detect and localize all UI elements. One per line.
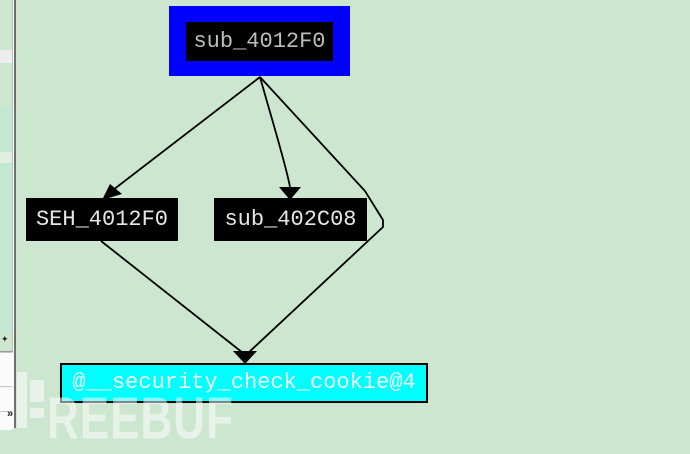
arrowhead-into-SEH4012F0-icon — [102, 184, 122, 200]
edge-sub4012F0-to-sub402C08 — [259, 76, 291, 188]
strip-band — [0, 152, 12, 163]
edge-SEH4012F0-to-cookie — [100, 240, 244, 354]
panel-divider-highlight — [13, 0, 14, 428]
graph-node-security-check-cookie[interactable]: @__security_check_cookie@4 — [60, 363, 428, 403]
left-panel-strip — [0, 0, 12, 428]
edge-layer — [100, 76, 384, 364]
arrowhead-into-cookie-icon — [233, 351, 257, 364]
panel-divider-line[interactable] — [14, 0, 16, 428]
scrollbar-button-panel[interactable] — [0, 351, 13, 430]
graph-node-sub_4012F0-box: sub_4012F0 — [186, 21, 333, 61]
strip-band — [0, 107, 12, 152]
scrollbar-button[interactable] — [0, 386, 13, 411]
edge-sub4012F0-to-cookie — [246, 76, 384, 355]
edge-sub4012F0-to-SEH4012F0 — [112, 76, 261, 191]
scroll-marker-icon[interactable]: ✦ — [1, 334, 9, 344]
strip-band — [0, 50, 12, 63]
strip-band — [0, 163, 12, 333]
panel-divider — [12, 0, 13, 428]
scroll-more-icon[interactable]: » — [7, 408, 14, 420]
graph-node-sub_402C08[interactable]: sub_402C08 — [214, 198, 367, 241]
graph-node-sub_4012F0[interactable]: sub_4012F0 — [169, 6, 350, 76]
graph-node-SEH_4012F0[interactable]: SEH_4012F0 — [26, 198, 178, 241]
arrowhead-into-sub402C08-icon — [279, 187, 301, 200]
scrollbar-button[interactable] — [0, 411, 13, 430]
scrollbar-button[interactable] — [0, 352, 13, 386]
panel-divider-shadow — [16, 0, 17, 428]
